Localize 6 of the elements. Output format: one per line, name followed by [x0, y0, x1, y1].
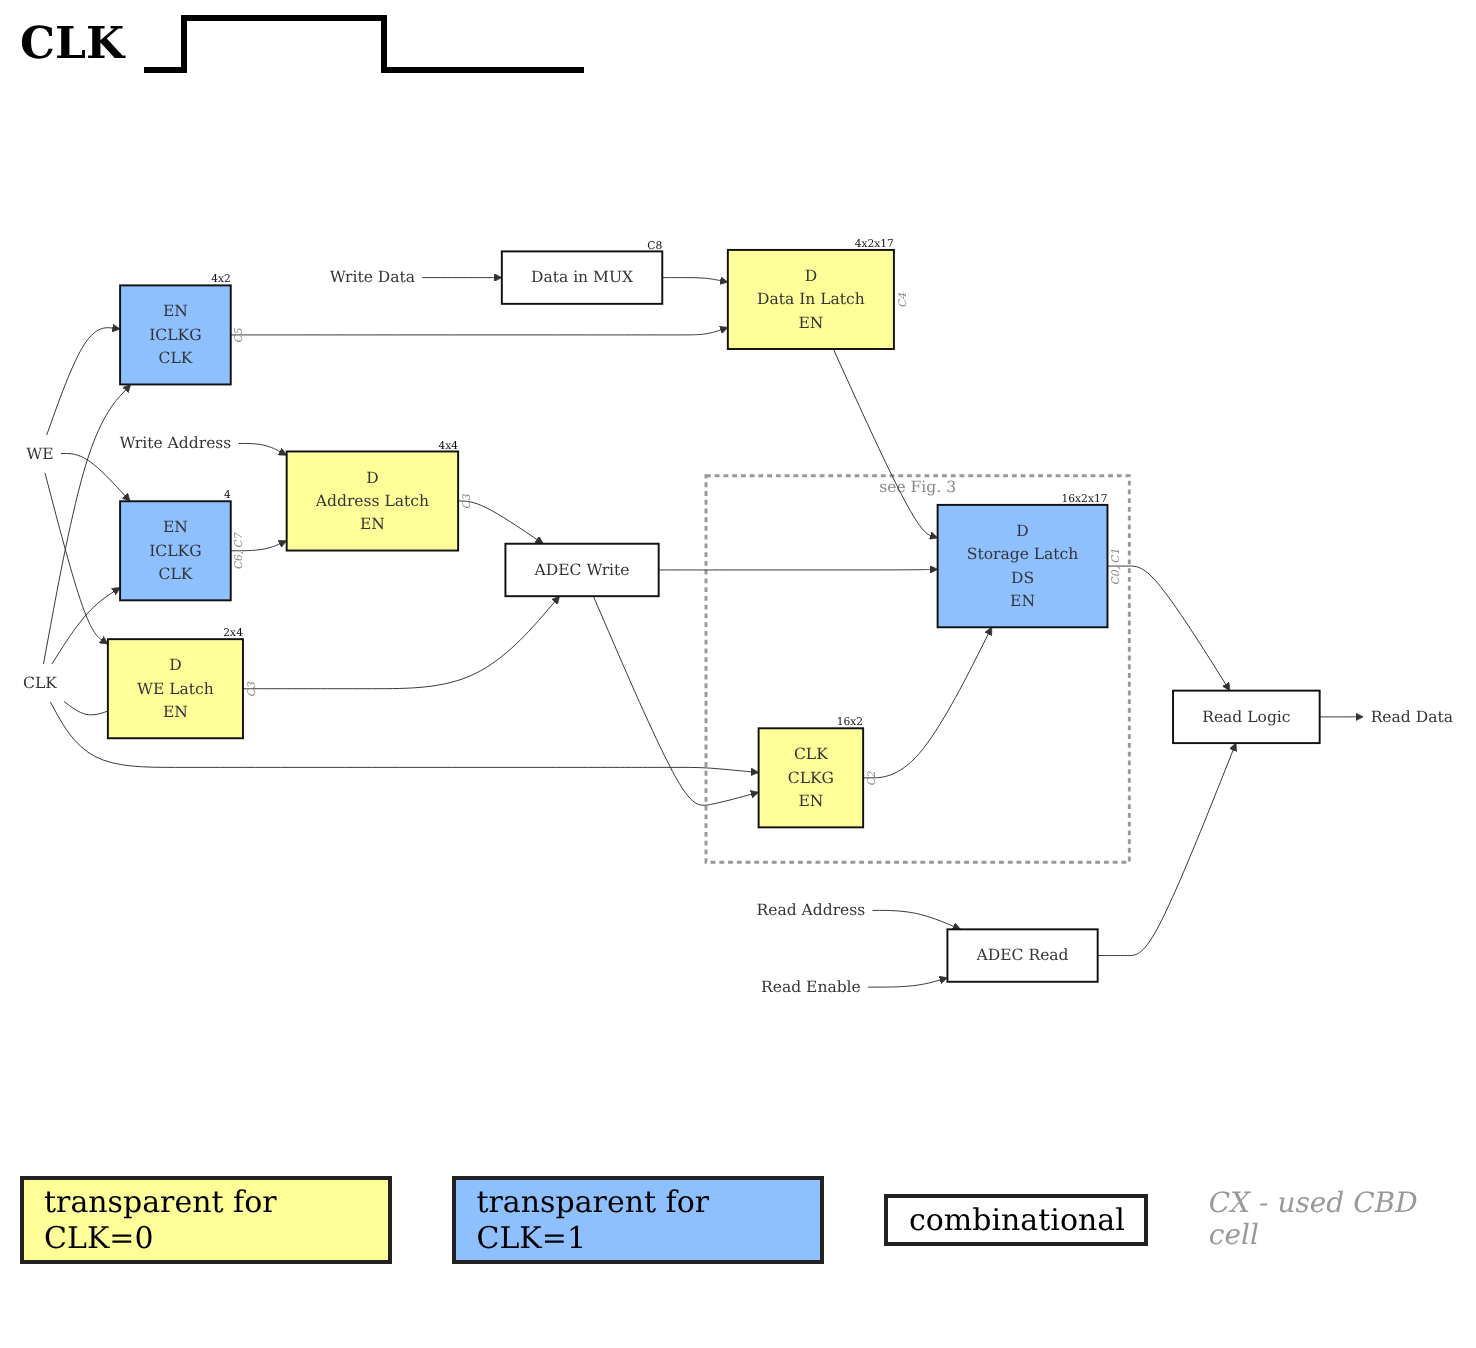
signal-name: CLK — [20, 18, 125, 70]
legend-swatch: transparent for CLK=0 — [20, 1176, 393, 1264]
note: CX - used CBD cell — [1208, 1188, 1420, 1252]
legend-swatch: transparent for CLK=1 — [452, 1176, 825, 1264]
legend-swatch: combinational — [884, 1194, 1149, 1246]
connector — [63, 701, 109, 716]
